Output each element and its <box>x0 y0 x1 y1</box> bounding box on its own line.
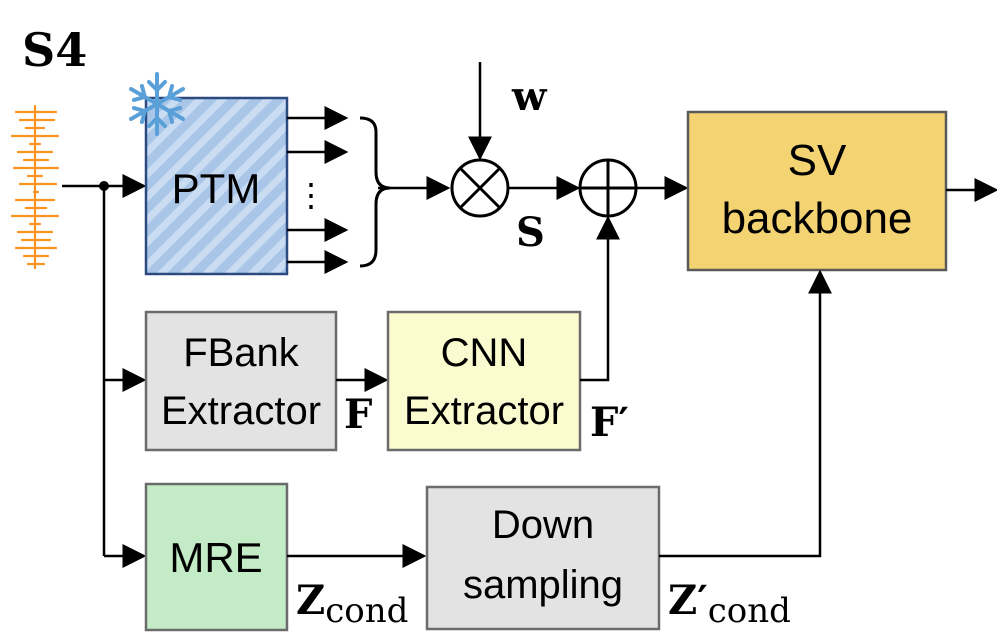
z-symbol: Z <box>296 577 325 624</box>
cnn-label-line1: CNN <box>441 331 528 375</box>
f-prime-label: F′ <box>590 399 629 446</box>
sv-backbone-block <box>686 110 948 272</box>
sv-backbone-label-line2: backbone <box>722 194 913 243</box>
sv-backbone-label-line1: SV <box>788 136 847 185</box>
z-prime-symbol: Z′ <box>668 577 708 624</box>
add-icon <box>578 158 638 218</box>
diagram-label: S4 <box>22 23 87 77</box>
cnn-label-line2: Extractor <box>404 389 564 433</box>
ptm-label: PTM <box>172 165 261 212</box>
z-subscript: cond <box>325 591 408 631</box>
ptm-block <box>144 96 289 276</box>
multiply-icon <box>450 158 510 218</box>
ptm-output-arrows <box>287 106 349 274</box>
fbank-label-line2: Extractor <box>161 389 321 433</box>
output-brace <box>359 116 391 268</box>
mre-block <box>144 482 289 632</box>
w-label: w <box>511 73 548 120</box>
downsampling-label-line1: Down <box>492 503 594 547</box>
waveform-icon <box>10 104 60 270</box>
z-cond-label: Zcond <box>296 577 408 631</box>
layer-ellipsis: ⋮ <box>295 177 327 213</box>
fbank-label-line1: FBank <box>183 331 300 375</box>
cnn-extractor-block <box>386 310 582 452</box>
s-label: S <box>516 209 545 256</box>
f-label: F <box>344 391 372 438</box>
mre-label: MRE <box>169 534 262 581</box>
downsampling-label-line2: sampling <box>463 563 623 607</box>
downsampling-block <box>425 485 661 631</box>
cnn-to-add-arrow <box>580 215 620 382</box>
snowflake-icon <box>129 72 185 136</box>
z-prime-cond-label: Z′cond <box>668 577 791 631</box>
z-prime-subscript: cond <box>708 591 791 631</box>
down-to-sv-arrow <box>659 269 832 558</box>
